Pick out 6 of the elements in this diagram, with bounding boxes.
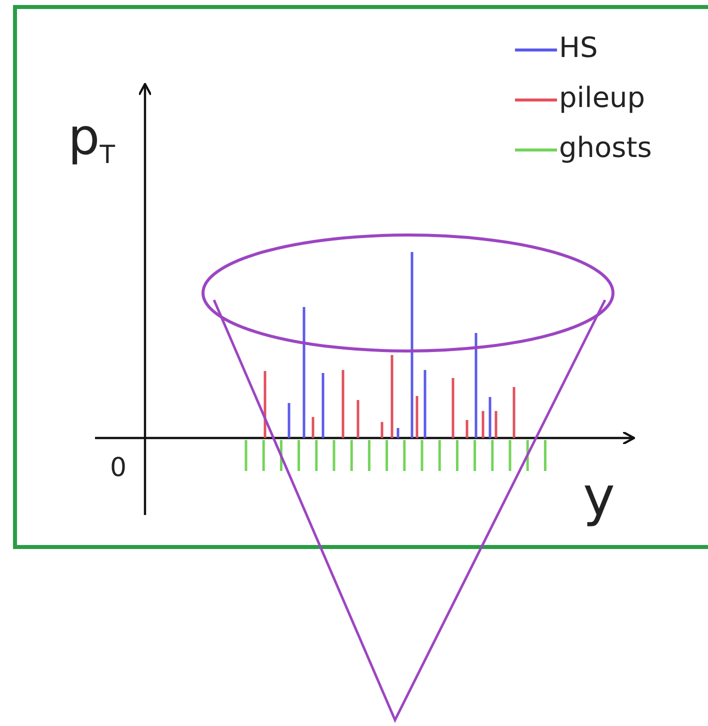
legend-label: ghosts: [559, 134, 652, 162]
origin-label: 0: [110, 455, 127, 481]
legend-label: HS: [559, 34, 598, 62]
axis-label: y: [583, 470, 615, 524]
legend-label: pileup: [559, 84, 646, 112]
axis-label: p$_{T}$: [68, 112, 116, 167]
